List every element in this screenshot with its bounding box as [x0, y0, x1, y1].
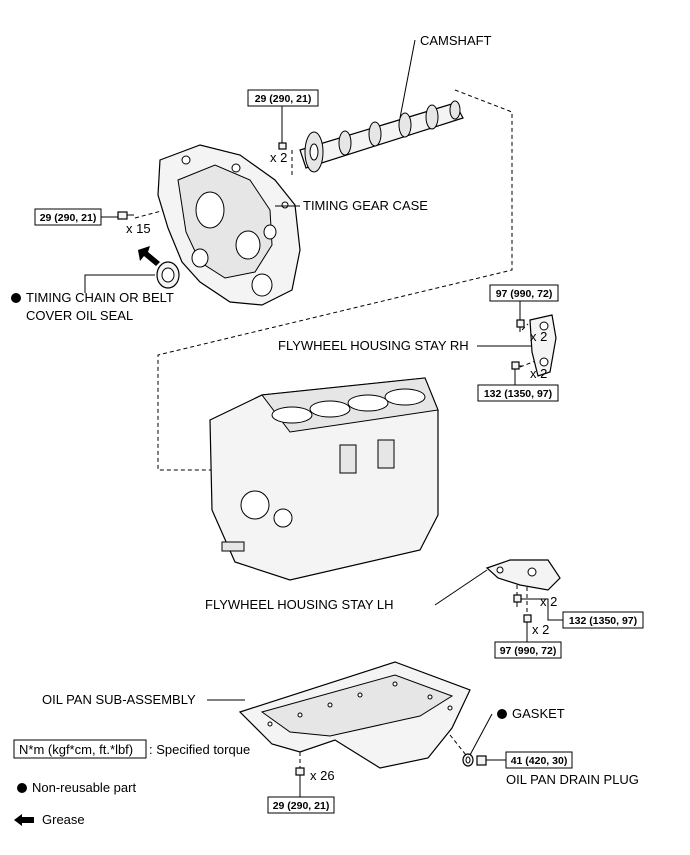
torque-box-case: 29 (290, 21)	[34, 208, 102, 226]
legend-torque-key: N*m (kgf*cm, ft.*lbf)	[19, 742, 133, 757]
torque-oil-pan-text: 29 (290, 21)	[273, 800, 330, 812]
oil-pan-sub-assembly	[238, 661, 471, 769]
torque-box-drain-plug: 41 (420, 30)	[505, 751, 573, 769]
drain-plug-label: OIL PAN DRAIN PLUG	[506, 772, 639, 787]
torque-lh-upper-text: 132 (1350, 97)	[569, 615, 637, 627]
stay-lh-lower-bolt-icon	[523, 614, 532, 627]
camshaft	[299, 100, 464, 173]
legend-grease: Grease	[14, 812, 85, 827]
qty-oil-pan: x 26	[310, 768, 335, 783]
cylinder-block	[209, 377, 439, 581]
oil-pan-bolt-icon	[295, 767, 305, 784]
stay-lh-label: FLYWHEEL HOUSING STAY LH	[205, 597, 394, 612]
flywheel-housing-stay-rh	[529, 314, 557, 377]
timing-gear-case	[157, 144, 301, 306]
camshaft-label: CAMSHAFT	[420, 33, 492, 48]
gasket-label: GASKET	[512, 706, 565, 721]
gasket-dot-icon	[497, 709, 507, 719]
non-reusable-dot-icon	[11, 293, 21, 303]
torque-box-lh-lower: 97 (990, 72)	[494, 641, 562, 659]
legend-non-reusable-text: Non-reusable part	[32, 780, 136, 795]
torque-camshaft-text: 29 (290, 21)	[255, 93, 312, 105]
grease-arrow-icon	[138, 246, 160, 266]
legend-dot-icon	[17, 783, 27, 793]
stay-rh-upper-bolt-icon	[516, 319, 525, 332]
torque-lh-lower-text: 97 (990, 72)	[500, 645, 557, 657]
torque-box-rh-lower: 132 (1350, 97)	[477, 384, 559, 402]
leader-lines	[84, 39, 532, 756]
timing-gear-case-label: TIMING GEAR CASE	[303, 198, 428, 213]
case-bolt-icon	[117, 211, 134, 220]
torque-box-camshaft: 29 (290, 21)	[247, 89, 319, 107]
qty-rh-upper: x 2	[530, 329, 547, 344]
legend-torque: N*m (kgf*cm, ft.*lbf) : Specified torque	[13, 739, 250, 759]
qty-lh-upper: x 2	[540, 594, 557, 609]
legend-grease-text: Grease	[42, 812, 85, 827]
flywheel-housing-stay-lh	[485, 559, 561, 591]
drain-plug-icon	[476, 755, 492, 766]
stay-lh-upper-bolt-icon	[513, 594, 522, 607]
torque-box-oil-pan: 29 (290, 21)	[267, 796, 335, 814]
gasket-ring-icon	[462, 753, 474, 767]
qty-case: x 15	[126, 221, 151, 236]
stay-rh-lower-bolt-icon	[511, 361, 523, 370]
torque-rh-lower-text: 132 (1350, 97)	[484, 388, 552, 400]
torque-case-text: 29 (290, 21)	[40, 212, 97, 224]
qty-lh-lower: x 2	[532, 622, 549, 637]
torque-box-rh-upper: 97 (990, 72)	[489, 284, 559, 302]
stay-rh-label: FLYWHEEL HOUSING STAY RH	[278, 338, 469, 353]
camshaft-bolt-icon	[278, 139, 287, 150]
oil-seal-label-line1: TIMING CHAIN OR BELT	[26, 290, 174, 305]
torque-rh-upper-text: 97 (990, 72)	[496, 288, 553, 300]
legend-grease-arrow-icon	[14, 814, 34, 826]
timing-cover-oil-seal	[156, 261, 180, 289]
legend-non-reusable: Non-reusable part	[17, 780, 136, 795]
torque-box-lh-upper: 132 (1350, 97)	[562, 611, 644, 629]
oil-pan-label: OIL PAN SUB-ASSEMBLY	[42, 692, 196, 707]
torque-drain-plug-text: 41 (420, 30)	[511, 755, 568, 767]
oil-seal-label-line2: COVER OIL SEAL	[26, 308, 133, 323]
qty-rh-lower: x 2	[530, 366, 547, 381]
qty-camshaft: x 2	[270, 150, 287, 165]
legend-torque-desc: : Specified torque	[149, 742, 250, 757]
